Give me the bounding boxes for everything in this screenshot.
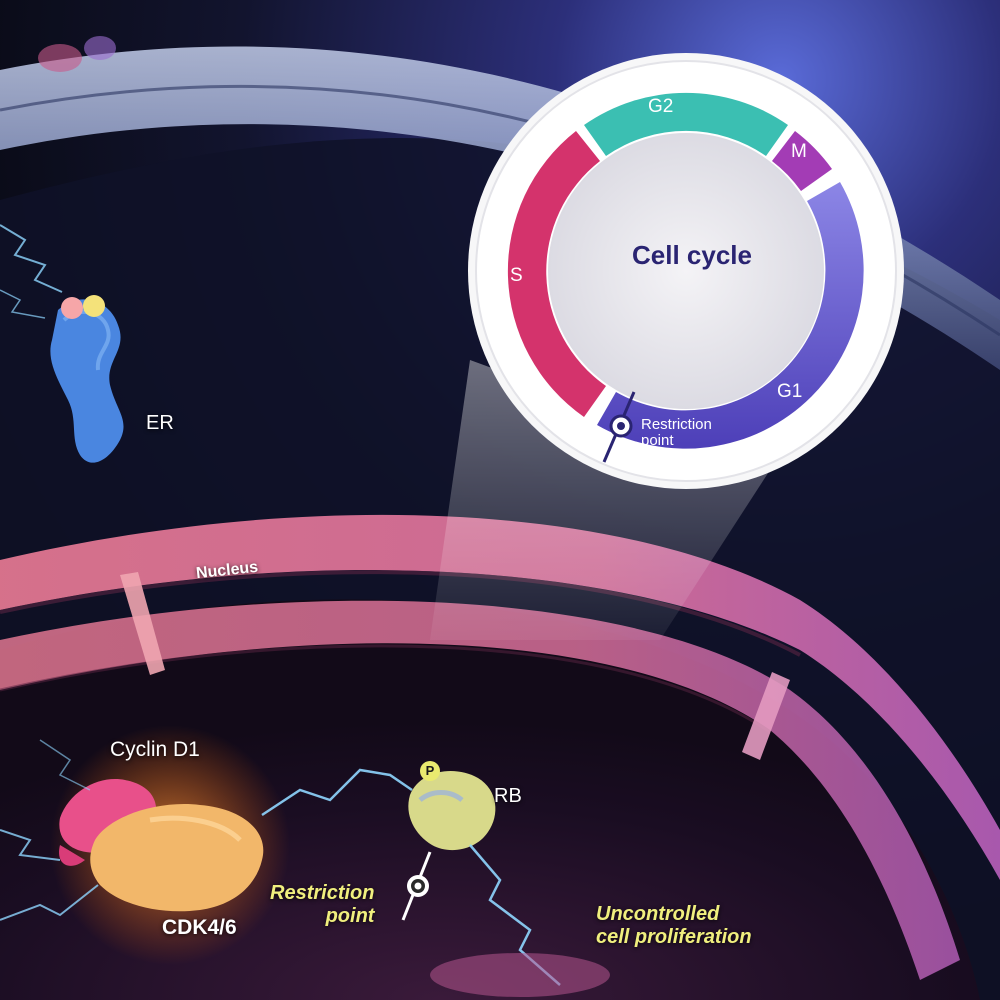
uncontrolled-line2: cell proliferation (596, 926, 752, 948)
restriction-marker (401, 851, 432, 921)
membrane-protein (38, 44, 82, 72)
phase-label-m: M (791, 141, 807, 162)
signal-bolt (0, 224, 63, 293)
uncontrolled-proliferation-label: Uncontrolled cell proliferation (596, 903, 752, 949)
g1-segment (597, 182, 864, 449)
chromatin (430, 953, 610, 997)
er-label: ER (146, 412, 174, 434)
uncontrolled-line1: Uncontrolled (596, 903, 720, 925)
rb-protein (408, 771, 496, 851)
cycle-restriction-label: Restriction point (641, 417, 712, 449)
cell-cycle-diagram (468, 53, 904, 489)
cycle-restriction-line2: point (641, 432, 674, 449)
signal-bolt (261, 768, 413, 817)
s-segment (507, 131, 606, 417)
phase-label-g1: G1 (777, 381, 803, 402)
nuclear-membrane-inner (0, 600, 960, 980)
cyclin-d1-label: Cyclin D1 (110, 738, 200, 761)
restriction-point-label: Restriction point (270, 882, 374, 928)
rb-label: RB (494, 785, 522, 807)
nuclear-pore (120, 572, 165, 675)
phase-label-g2: G2 (648, 96, 674, 117)
cdk46-label: CDK4/6 (162, 916, 237, 939)
cdk46-protein (90, 804, 264, 912)
g2-segment (584, 92, 788, 156)
magnifier-beam (430, 360, 770, 640)
cell-cycle-title: Cell cycle (632, 240, 752, 270)
phosphate-badge: P (420, 761, 440, 781)
restriction-line2: point (325, 905, 375, 927)
nuclear-pore (742, 672, 790, 760)
phase-label-s: S (510, 265, 523, 286)
m-segment (772, 131, 832, 191)
nuclear-membrane-outer (0, 514, 1000, 880)
restriction-line1: Restriction (270, 882, 375, 904)
cycle-restriction-line1: Restriction (641, 416, 712, 433)
ligand-left (61, 297, 83, 319)
er-receptor (50, 295, 124, 463)
ligand-right (83, 295, 105, 317)
